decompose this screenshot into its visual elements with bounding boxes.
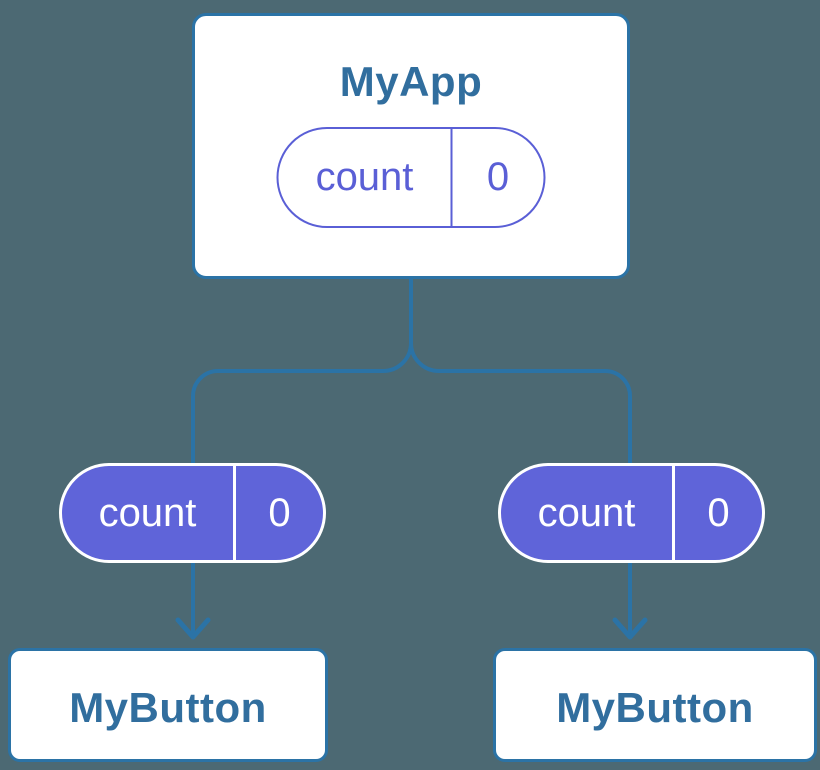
- right-child-component-card: MyButton: [493, 648, 817, 762]
- root-component-title: MyApp: [339, 58, 483, 105]
- child-component-title: MyButton: [556, 684, 754, 731]
- arrowhead-left-icon: [175, 617, 211, 640]
- prop-name-label: count: [537, 490, 636, 535]
- child-component-title: MyButton: [69, 684, 267, 731]
- edge-root-to-right-child: [409, 279, 632, 634]
- prop-name-label: count: [98, 490, 197, 535]
- root-state-pill: count 0: [276, 127, 546, 228]
- pill-divider: [450, 129, 453, 226]
- root-component-card: MyApp count 0: [192, 13, 630, 279]
- arrowhead-right-icon: [612, 617, 648, 640]
- pill-divider: [672, 466, 675, 560]
- state-name-label: count: [315, 155, 414, 199]
- prop-value-label: 0: [268, 490, 291, 535]
- left-child-component-card: MyButton: [8, 648, 328, 762]
- right-prop-pill: count 0: [498, 463, 765, 563]
- state-value-label: 0: [486, 155, 510, 199]
- left-prop-pill: count 0: [59, 463, 326, 563]
- edge-root-to-left-child: [191, 279, 413, 634]
- prop-value-label: 0: [707, 490, 730, 535]
